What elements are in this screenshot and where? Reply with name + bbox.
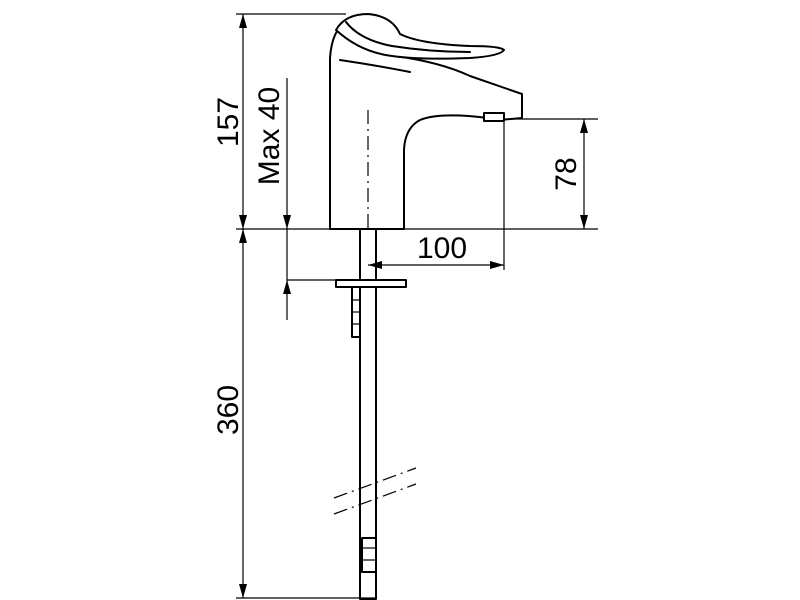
dim-360-arrow-bottom <box>239 584 247 598</box>
dim-max40-label: Max 40 <box>253 87 286 185</box>
dim-157-arrow-bottom <box>239 215 247 229</box>
break-mark-bottom <box>333 483 417 515</box>
lever-handle <box>335 13 505 60</box>
lever-detail <box>345 21 471 53</box>
dim-78-label: 78 <box>550 157 583 190</box>
dim-157-label: 157 <box>212 97 245 147</box>
dim-157-arrow-top <box>239 14 247 28</box>
mounting-plate <box>335 279 407 288</box>
dim-360-label: 360 <box>212 385 245 435</box>
supply-hose <box>359 228 377 600</box>
dim-100-arrow-right <box>490 261 504 269</box>
lever-inner-line <box>339 59 411 73</box>
aerator <box>483 112 505 122</box>
dim-78-arrow-bottom <box>580 215 588 229</box>
break-mark-top <box>333 467 417 499</box>
dim-max40-arrow-bottom <box>283 280 291 294</box>
dim-max40-arrow-top <box>283 215 291 229</box>
dim-100-arrow-left <box>368 261 382 269</box>
dim-78-arrow-top <box>580 119 588 133</box>
dim-100-label: 100 <box>417 232 467 265</box>
hose-end-fitting <box>361 537 377 573</box>
dim-360-arrow-top <box>239 229 247 243</box>
